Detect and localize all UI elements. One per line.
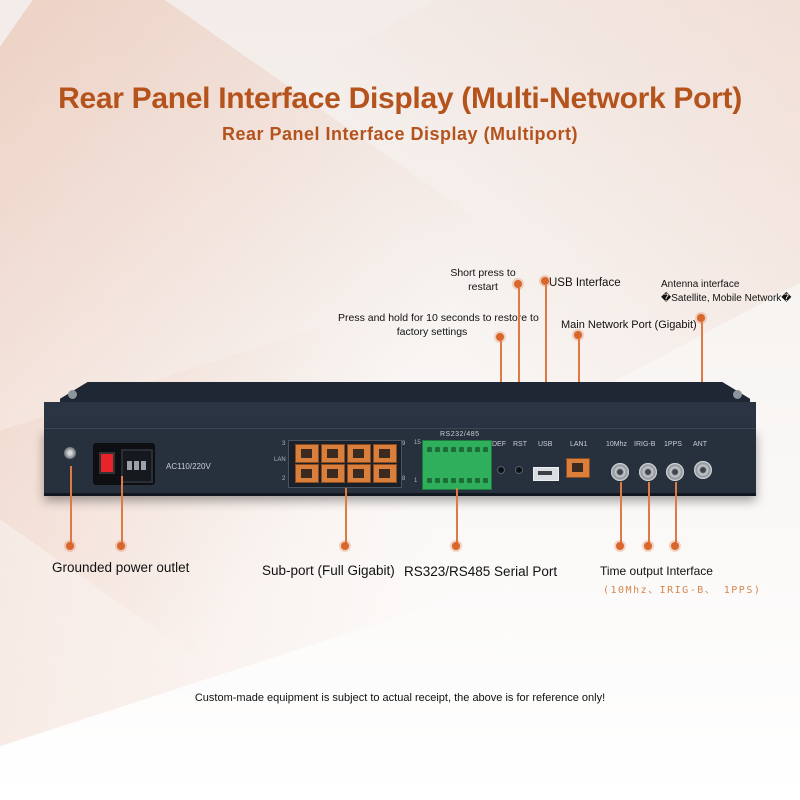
rs-pin-number: 15 — [414, 440, 421, 446]
callout-usb: USB Interface — [549, 277, 621, 289]
def-button[interactable] — [497, 466, 505, 474]
callout-line — [620, 482, 622, 544]
callout-antenna-line2: �Satellite, Mobile Network� — [661, 293, 792, 304]
callout-dot — [574, 331, 582, 339]
main-lan-port[interactable] — [566, 458, 590, 478]
callout-factory-reset: Press and hold for 10 seconds to restore… — [338, 311, 539, 339]
ac-voltage-label: AC110/220V — [166, 462, 211, 471]
port-label-usb: USB — [538, 441, 553, 448]
power-socket — [121, 449, 153, 483]
callout-dot — [341, 542, 349, 550]
callout-dot — [66, 542, 74, 550]
callout-line — [121, 476, 123, 544]
lan-port[interactable] — [321, 464, 345, 483]
lan-port[interactable] — [321, 444, 345, 463]
callout-short-press-line1: Short press to — [450, 267, 516, 279]
lan-tag: LAN — [274, 457, 286, 463]
socket-pin — [141, 461, 146, 470]
page-title: Rear Panel Interface Display (Multi-Netw… — [58, 82, 742, 115]
callout-time-output-detail: (10Mhz、IRIG-B、 1PPS) — [603, 585, 762, 596]
port-label-1pps: 1PPS — [664, 441, 682, 448]
callout-time-output: Time output Interface — [600, 564, 713, 578]
lan-port[interactable] — [295, 444, 319, 463]
lan-port[interactable] — [347, 444, 371, 463]
lan-number: 9 — [402, 441, 406, 447]
rs-port-label: RS232/485 — [440, 431, 480, 438]
port-label-10mhz: 10Mhz — [606, 441, 628, 448]
callout-grounded-power: Grounded power outlet — [52, 560, 190, 575]
lan-number: 2 — [282, 476, 286, 482]
callout-line — [545, 285, 547, 465]
callout-serial-port: RS323/RS485 Serial Port — [404, 564, 558, 579]
power-switch[interactable] — [99, 452, 115, 474]
callout-dot — [452, 542, 460, 550]
socket-pin — [127, 461, 132, 470]
usb-port[interactable] — [533, 467, 559, 481]
lan-number: 3 — [282, 441, 286, 447]
chassis-top — [44, 402, 756, 430]
callout-sub-port: Sub-port (Full Gigabit) — [262, 563, 395, 578]
callout-dot — [616, 542, 624, 550]
callout-antenna: Antenna interface �Satellite, Mobile Net… — [661, 278, 792, 306]
rack-screw-hole — [68, 390, 77, 399]
callout-dot — [541, 277, 549, 285]
rear-panel-edge — [44, 493, 756, 496]
bnc-10mhz-connector[interactable] — [611, 463, 629, 481]
lan-port[interactable] — [347, 464, 371, 483]
rst-button[interactable] — [515, 466, 523, 474]
callout-factory-reset-line2: factory settings — [396, 326, 468, 338]
lan-number: 8 — [402, 476, 406, 482]
port-label-irig: IRIG-B — [634, 441, 656, 448]
callout-line — [518, 288, 520, 468]
callout-dot — [496, 333, 504, 341]
callout-dot — [514, 280, 522, 288]
callout-line — [675, 482, 677, 544]
ground-terminal — [64, 447, 76, 459]
callout-line — [648, 482, 650, 544]
callout-line — [456, 488, 458, 544]
callout-dot — [117, 542, 125, 550]
bnc-1pps-connector[interactable] — [666, 463, 684, 481]
callout-short-press-line2: restart — [468, 281, 498, 293]
callout-factory-reset-line1: Press and hold for 10 seconds to restore… — [338, 312, 539, 324]
callout-antenna-line1: Antenna interface — [661, 279, 740, 290]
callout-dot — [697, 314, 705, 322]
port-label-lan1: LAN1 — [570, 441, 588, 448]
port-label-def: DEF — [492, 441, 506, 448]
rs-pin-number: 1 — [414, 478, 418, 484]
callout-main-network: Main Network Port (Gigabit) — [561, 319, 697, 331]
socket-pin — [134, 461, 139, 470]
page-subtitle: Rear Panel Interface Display (Multiport) — [221, 124, 579, 144]
lan-port[interactable] — [295, 464, 319, 483]
callout-dot — [644, 542, 652, 550]
rack-screw-hole — [733, 390, 742, 399]
callout-short-press: Short press to restart — [448, 266, 518, 294]
bnc-irig-connector[interactable] — [639, 463, 657, 481]
callout-dot — [671, 542, 679, 550]
lan-port[interactable] — [373, 444, 397, 463]
lan-port[interactable] — [373, 464, 397, 483]
serial-terminal-block[interactable] — [422, 440, 492, 490]
bnc-antenna-connector[interactable] — [694, 461, 712, 479]
callout-line — [70, 466, 72, 544]
port-label-rst: RST — [513, 441, 527, 448]
port-label-ant: ANT — [693, 441, 707, 448]
callout-line — [345, 488, 347, 544]
footer-note: Custom-made equipment is subject to actu… — [194, 692, 606, 704]
